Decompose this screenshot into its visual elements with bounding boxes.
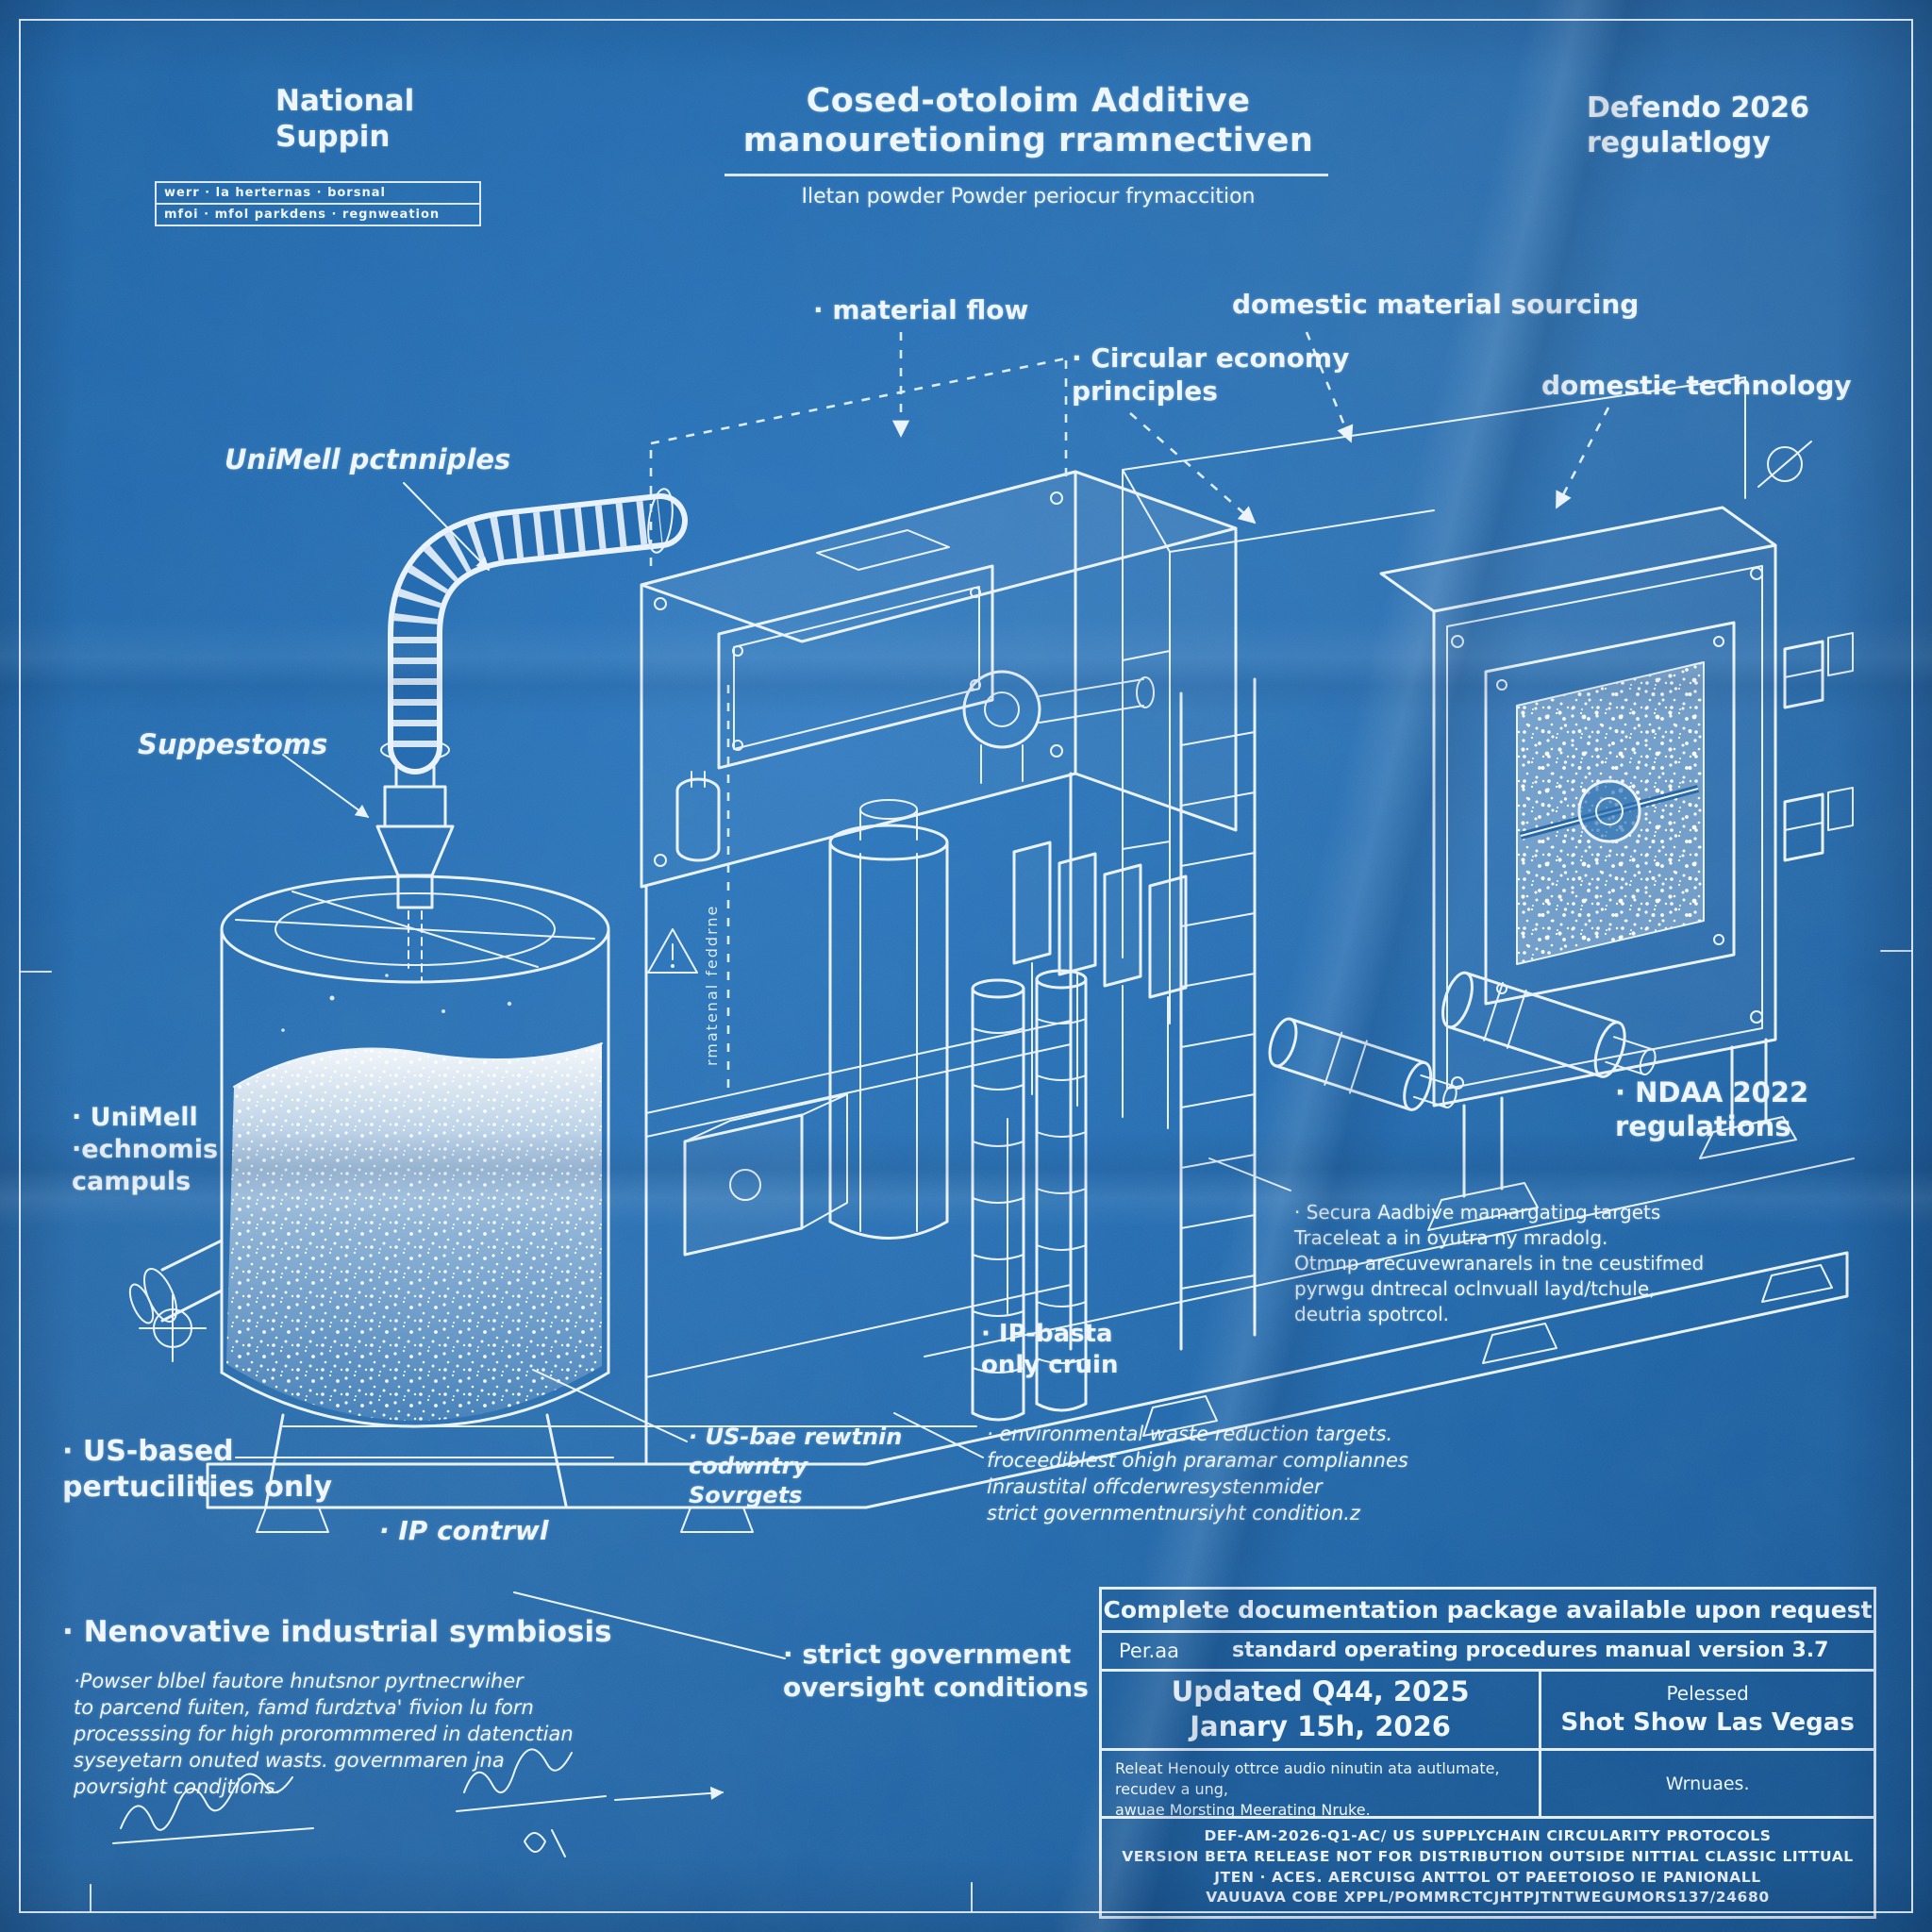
- revision-title: Defendo 2026 regulatlogy: [1587, 92, 1810, 159]
- callout-unimell-campuls: · UniMell ·echnomis campuls: [72, 1103, 219, 1196]
- page-title: Cosed-otoloim Additive manouretioning rr…: [742, 82, 1314, 159]
- callout-unimell-principles: UniMell pctnniples: [225, 443, 511, 475]
- callout-strict-government: · strict government oversight conditions: [783, 1639, 1089, 1703]
- callout-domestic-sourcing: domestic material sourcing: [1232, 289, 1640, 320]
- stamp-row-2: mfoi · mfol parkdens · regnweation: [157, 203, 479, 225]
- approval-stamp: werr · la herternas · borsnal mfoi · mfo…: [155, 181, 481, 226]
- callout-suppestoms: Suppestoms: [138, 728, 328, 760]
- callout-ip-basta: · IP-basta only cruin: [981, 1320, 1119, 1379]
- note-left-cell: Releat Henouly ottrce audio ninutin ata …: [1102, 1751, 1542, 1819]
- callout-circular-economy: · Circular economy principles: [1072, 342, 1350, 407]
- callout-ip-control: · IP contrwl: [379, 1515, 549, 1546]
- callout-environment-block: · environmental waste reduction targets.…: [987, 1423, 1408, 1524]
- org-title: National Suppin: [275, 84, 415, 154]
- callout-domestic-technology: domestic technology: [1541, 370, 1852, 401]
- stamp-row-1: werr · la herternas · borsnal: [164, 186, 386, 200]
- callout-symbiosis-title: · Nenovative industrial symbiosis: [62, 1615, 612, 1649]
- updated-cell: Updated Q44, 2025 Janary 15h, 2026: [1102, 1671, 1542, 1749]
- callout-secure-additive-block: · Secura Aadbive mamargating targets Tra…: [1294, 1201, 1705, 1325]
- callout-ndaa-regulations: · NDAA 2022 regulations: [1615, 1076, 1809, 1142]
- document-code-footer: DEF-AM-2026-Q1-AC/ US SUPPLYCHAIN CIRCUL…: [1122, 1827, 1854, 1907]
- title-block: Complete documentation package available…: [1099, 1587, 1876, 1919]
- callout-us-bae-country: · US-bae rewtnin codwntry Sovrgets: [689, 1424, 903, 1508]
- note-right-cell: Wrnuaes.: [1665, 1773, 1750, 1794]
- callout-material-flow: · material flow: [813, 294, 1029, 325]
- released-cell: Pelessed Shot Show Las Vegas: [1541, 1672, 1874, 1749]
- title-underline: [724, 174, 1328, 176]
- released-value: Shot Show Las Vegas: [1560, 1708, 1855, 1738]
- procedures-label: Per.aa: [1119, 1639, 1179, 1662]
- page-subtitle: Iletan powder Powder periocur frymacciti…: [801, 185, 1256, 208]
- callout-us-based-facilities: · US-based pertucilities only: [62, 1435, 333, 1504]
- title-block-header: Complete documentation package available…: [1102, 1590, 1874, 1633]
- procedures-value: standard operating procedures manual ver…: [1231, 1639, 1829, 1663]
- released-label: Pelessed: [1666, 1682, 1749, 1706]
- title-block-procedures: Per.aa standard operating procedures man…: [1102, 1633, 1874, 1672]
- callout-symbiosis-body: ·Powser blbel fautore hnutsnor pyrtnecrw…: [74, 1670, 574, 1798]
